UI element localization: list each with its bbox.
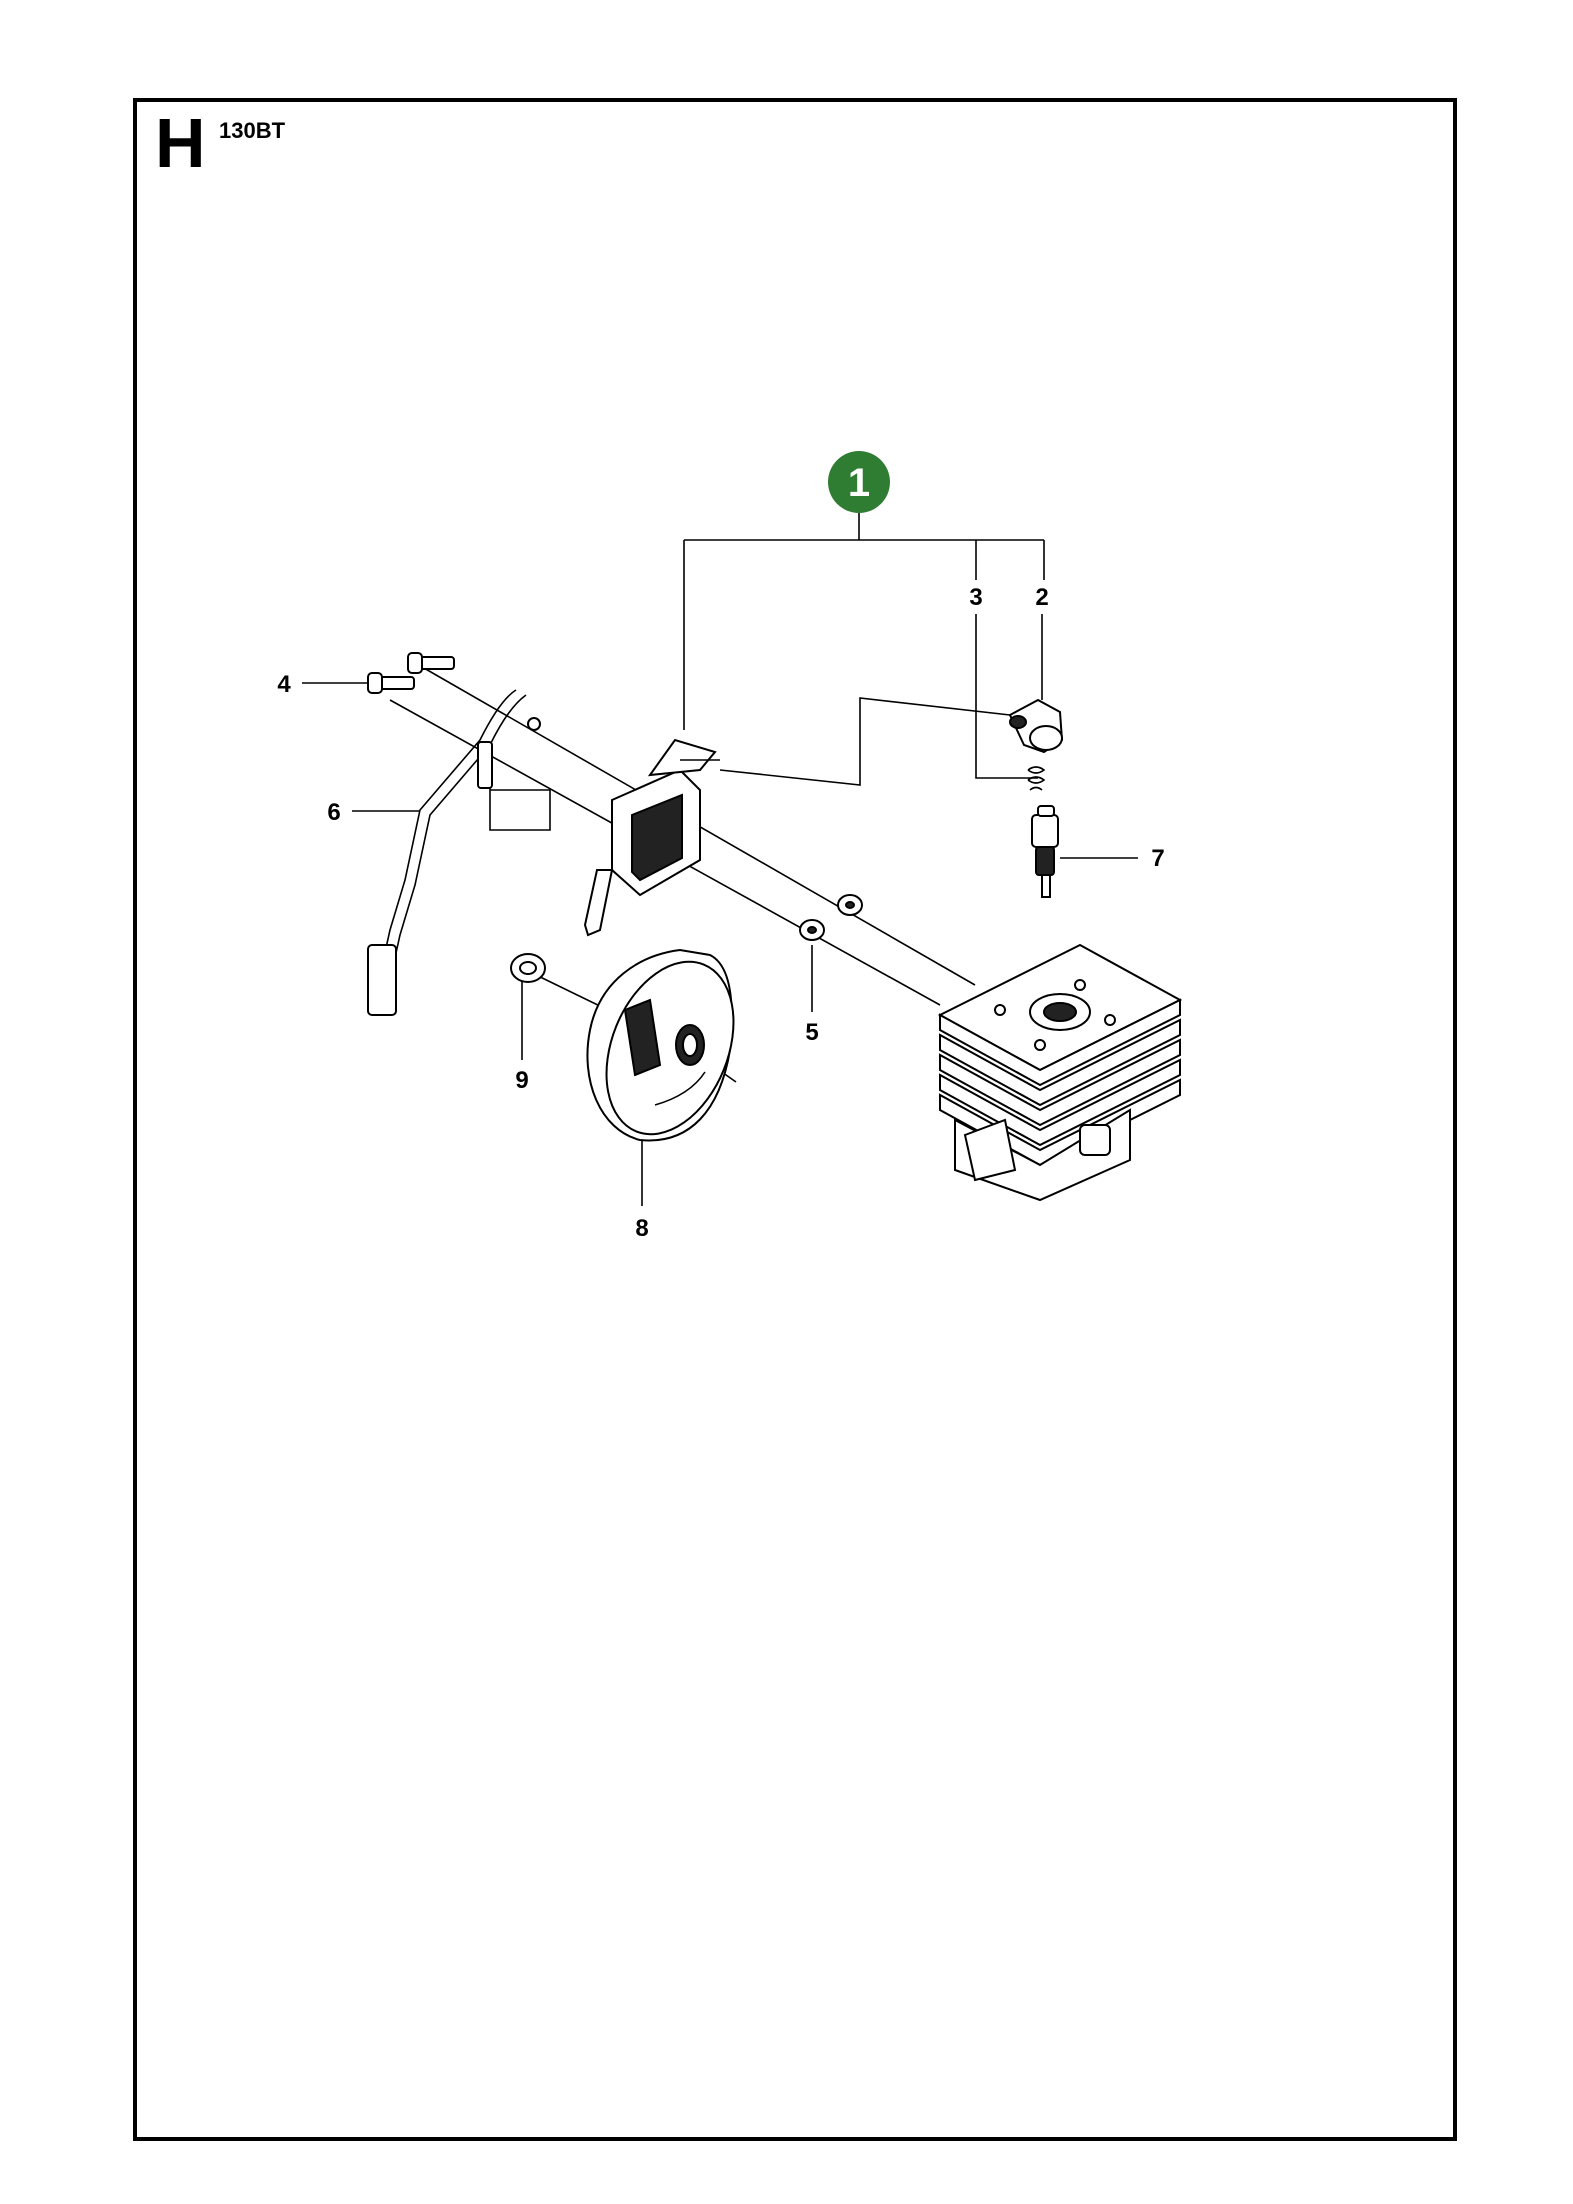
callout-2: 2 [1035, 584, 1048, 611]
part-5-nuts[interactable] [799, 894, 863, 941]
callout-7: 7 [1151, 845, 1164, 872]
callout-8: 8 [635, 1215, 648, 1242]
assembly-bracket [683, 513, 1045, 730]
part-4-screws[interactable] [367, 652, 455, 694]
model-name: 130BT [219, 118, 286, 143]
callout-labels: 2 3 4 5 6 7 8 9 [277, 584, 1164, 1242]
part-2-plug-cap[interactable] [1008, 698, 1064, 754]
part-8-flywheel[interactable] [583, 943, 758, 1153]
callout-6: 6 [327, 799, 340, 826]
assembly-badge[interactable]: 1 [828, 451, 890, 513]
callout-9: 9 [515, 1067, 528, 1094]
cylinder[interactable] [937, 943, 1183, 1202]
callout-5: 5 [805, 1019, 818, 1046]
callout-4: 4 [277, 671, 291, 698]
part-3-spring[interactable] [1027, 766, 1046, 791]
callout-3: 3 [969, 584, 982, 611]
page-frame [133, 98, 1457, 2141]
part-6-wire[interactable] [367, 689, 541, 1016]
part-7-spark-plug[interactable] [1031, 805, 1059, 898]
part-9-nut[interactable] [510, 953, 546, 983]
badge-number: 1 [848, 461, 870, 505]
ignition-module[interactable] [583, 738, 720, 937]
section-letter: H [155, 104, 206, 182]
badge-circle [828, 451, 890, 513]
